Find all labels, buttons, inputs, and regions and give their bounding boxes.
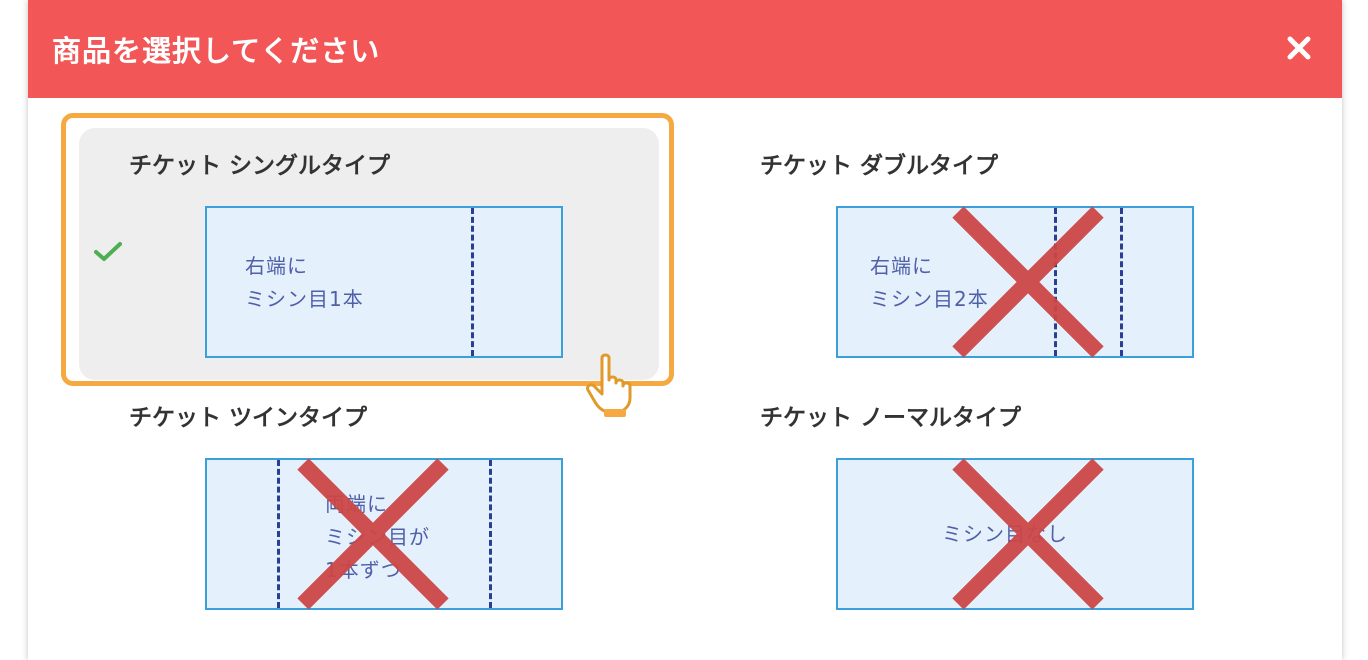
ticket-preview: 右端に ミシン目1本 (205, 206, 563, 358)
ticket-preview: ミシン目なし (836, 458, 1194, 610)
option-label: チケット シングルタイプ (129, 153, 391, 179)
checkmark-icon (94, 242, 122, 261)
hand-pointer-icon (586, 353, 632, 417)
modal-title: 商品を選択してください (52, 34, 381, 68)
option-label: チケット ノーマルタイプ (760, 405, 1022, 431)
perforation-line (1054, 208, 1057, 356)
perforation-line (1120, 208, 1123, 356)
option-normal[interactable]: チケット ノーマルタイプ ミシン目なし (710, 380, 1290, 630)
close-button[interactable] (1284, 33, 1314, 63)
option-label: チケット ツインタイプ (129, 405, 368, 431)
option-double[interactable]: チケット ダブルタイプ 右端に ミシン目2本 (710, 128, 1290, 378)
ticket-preview: 右端に ミシン目2本 (836, 206, 1194, 358)
perforation-line (471, 208, 474, 356)
ticket-preview: 両端に ミシン目が 1本ずつ (205, 458, 563, 610)
ticket-text: 右端に ミシン目2本 (870, 254, 989, 311)
product-select-modal: 商品を選択してください チケット シングルタイプ 右端に ミシン目1本 チケット… (28, 0, 1342, 660)
option-label: チケット ダブルタイプ (760, 153, 999, 179)
close-icon (1287, 36, 1311, 60)
option-single[interactable]: チケット シングルタイプ 右端に ミシン目1本 (79, 128, 659, 380)
option-twin[interactable]: チケット ツインタイプ 両端に ミシン目が 1本ずつ (79, 380, 659, 630)
perforation-line (489, 460, 492, 608)
ticket-text: 右端に ミシン目1本 (245, 254, 364, 311)
ticket-text: ミシン目なし (942, 522, 1068, 546)
modal-header: 商品を選択してください (28, 0, 1342, 98)
perforation-line (277, 460, 280, 608)
ticket-text: 両端に ミシン目が 1本ずつ (325, 492, 430, 582)
